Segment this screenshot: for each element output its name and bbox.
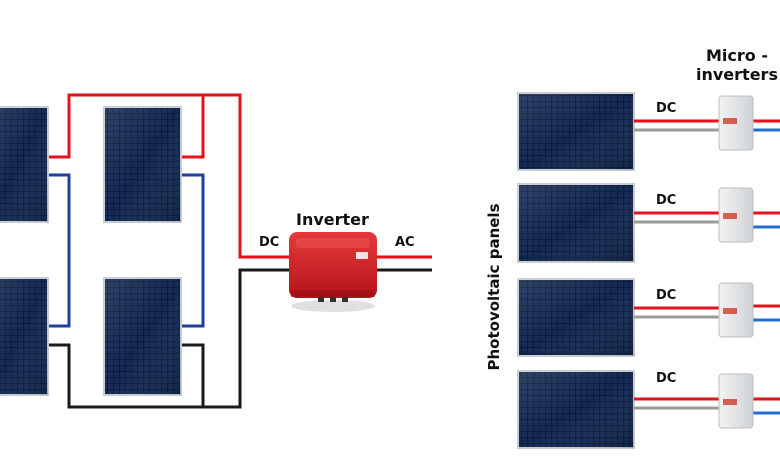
positive-wire <box>48 93 290 259</box>
ac-label: AC <box>395 235 415 250</box>
micro-inverter-icon <box>718 282 754 338</box>
dc-label-row1: DC <box>656 101 677 116</box>
micro-inverters <box>718 95 754 429</box>
solar-panel-icon <box>103 106 182 223</box>
micro-title-line1: Micro - <box>706 46 768 65</box>
return-wire-panel4 <box>180 343 205 407</box>
dc-label-row4: DC <box>656 371 677 386</box>
inverter-title: Inverter <box>296 210 369 229</box>
micro-title-line2: inverters <box>696 65 778 84</box>
negative-wire <box>48 173 71 328</box>
solar-panel-icon <box>103 277 182 396</box>
negative-wire-right <box>180 173 205 328</box>
solar-panel-icon <box>517 92 635 171</box>
solar-panel-icon <box>517 183 635 263</box>
left-wiring <box>48 93 432 409</box>
micro-wiring <box>634 119 780 415</box>
string-inverter-icon <box>289 232 377 312</box>
dc-label-row3: DC <box>656 288 677 303</box>
micro-inverter-icon <box>718 373 754 429</box>
micro-inverter-icon <box>718 187 754 243</box>
dc-label-left: DC <box>259 235 280 250</box>
return-wire <box>48 268 290 409</box>
positive-wire-panel3 <box>180 95 205 159</box>
solar-panel-icon <box>517 370 635 449</box>
solar-panel-icon <box>517 278 635 357</box>
solar-panel-icon <box>0 106 49 223</box>
micro-inverter-icon <box>718 95 754 151</box>
dc-label-row2: DC <box>656 193 677 208</box>
solar-panel-icon <box>0 277 49 396</box>
right-panels <box>517 92 635 449</box>
